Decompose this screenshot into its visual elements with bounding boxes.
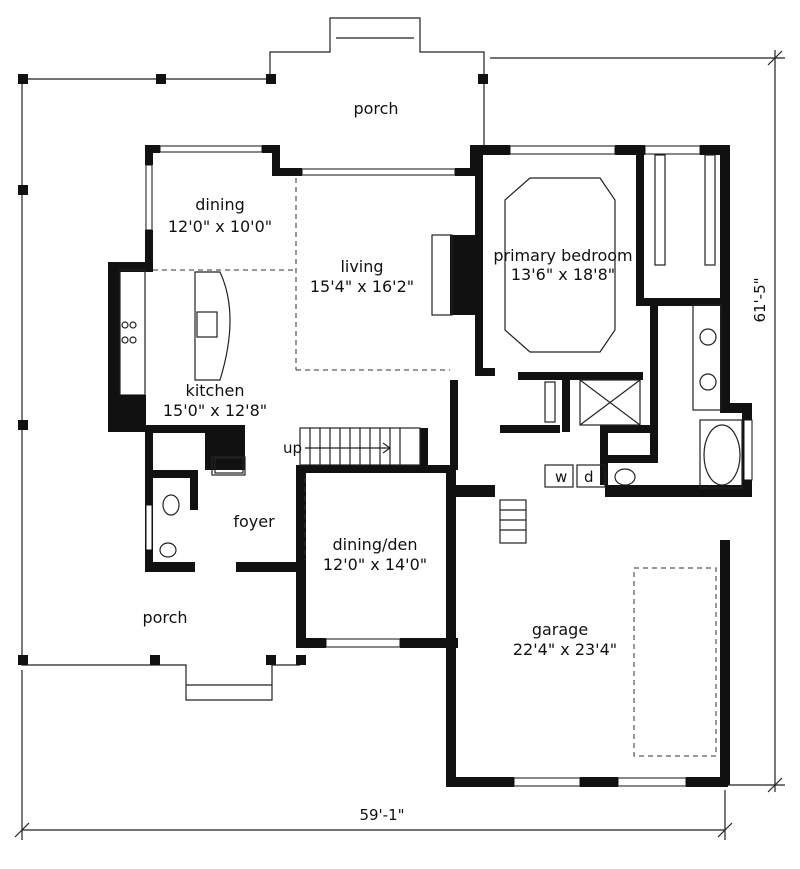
primary-bedroom-label: primary bedroom: [493, 246, 632, 265]
windows: [145, 145, 753, 787]
bath-fixtures: [159, 304, 743, 558]
porch-top-label: porch: [353, 99, 398, 118]
washer-label: w: [555, 468, 567, 486]
living-label: living: [340, 257, 383, 276]
stairs-up-label: up: [283, 439, 302, 457]
closet-shelving: [214, 154, 716, 474]
garage-size: 22'4" x 23'4": [513, 640, 617, 659]
dashed-divisions: [153, 177, 717, 757]
dining-den-label: dining/den: [332, 535, 417, 554]
kitchen-fixtures: [108, 269, 246, 476]
dining-size: 12'0" x 10'0": [168, 217, 272, 236]
living-size: 15'4" x 16'2": [310, 277, 414, 296]
dining-label: dining: [195, 195, 244, 214]
exterior-walls: [108, 145, 752, 787]
kitchen-label: kitchen: [186, 381, 245, 400]
porch-outlines: [21, 17, 485, 701]
kitchen-size: 15'0" x 12'8": [163, 401, 267, 420]
interior-walls: [145, 150, 724, 510]
dimension-lines: [14, 50, 785, 840]
width-dimension: 59'-1": [359, 806, 404, 824]
porch-bottom-label: porch: [142, 608, 187, 627]
dining-den-size: 12'0" x 14'0": [323, 555, 427, 574]
stairs: [299, 427, 527, 544]
depth-dimension: 61'-5": [751, 277, 769, 322]
garage-label: garage: [532, 620, 588, 639]
room-labels: porch dining 12'0" x 10'0" living 15'4" …: [142, 99, 632, 659]
porch-posts: [18, 74, 488, 665]
foyer-label: foyer: [233, 512, 275, 531]
dryer-label: d: [584, 468, 594, 486]
primary-bedroom-size: 13'6" x 18'8": [511, 265, 615, 284]
